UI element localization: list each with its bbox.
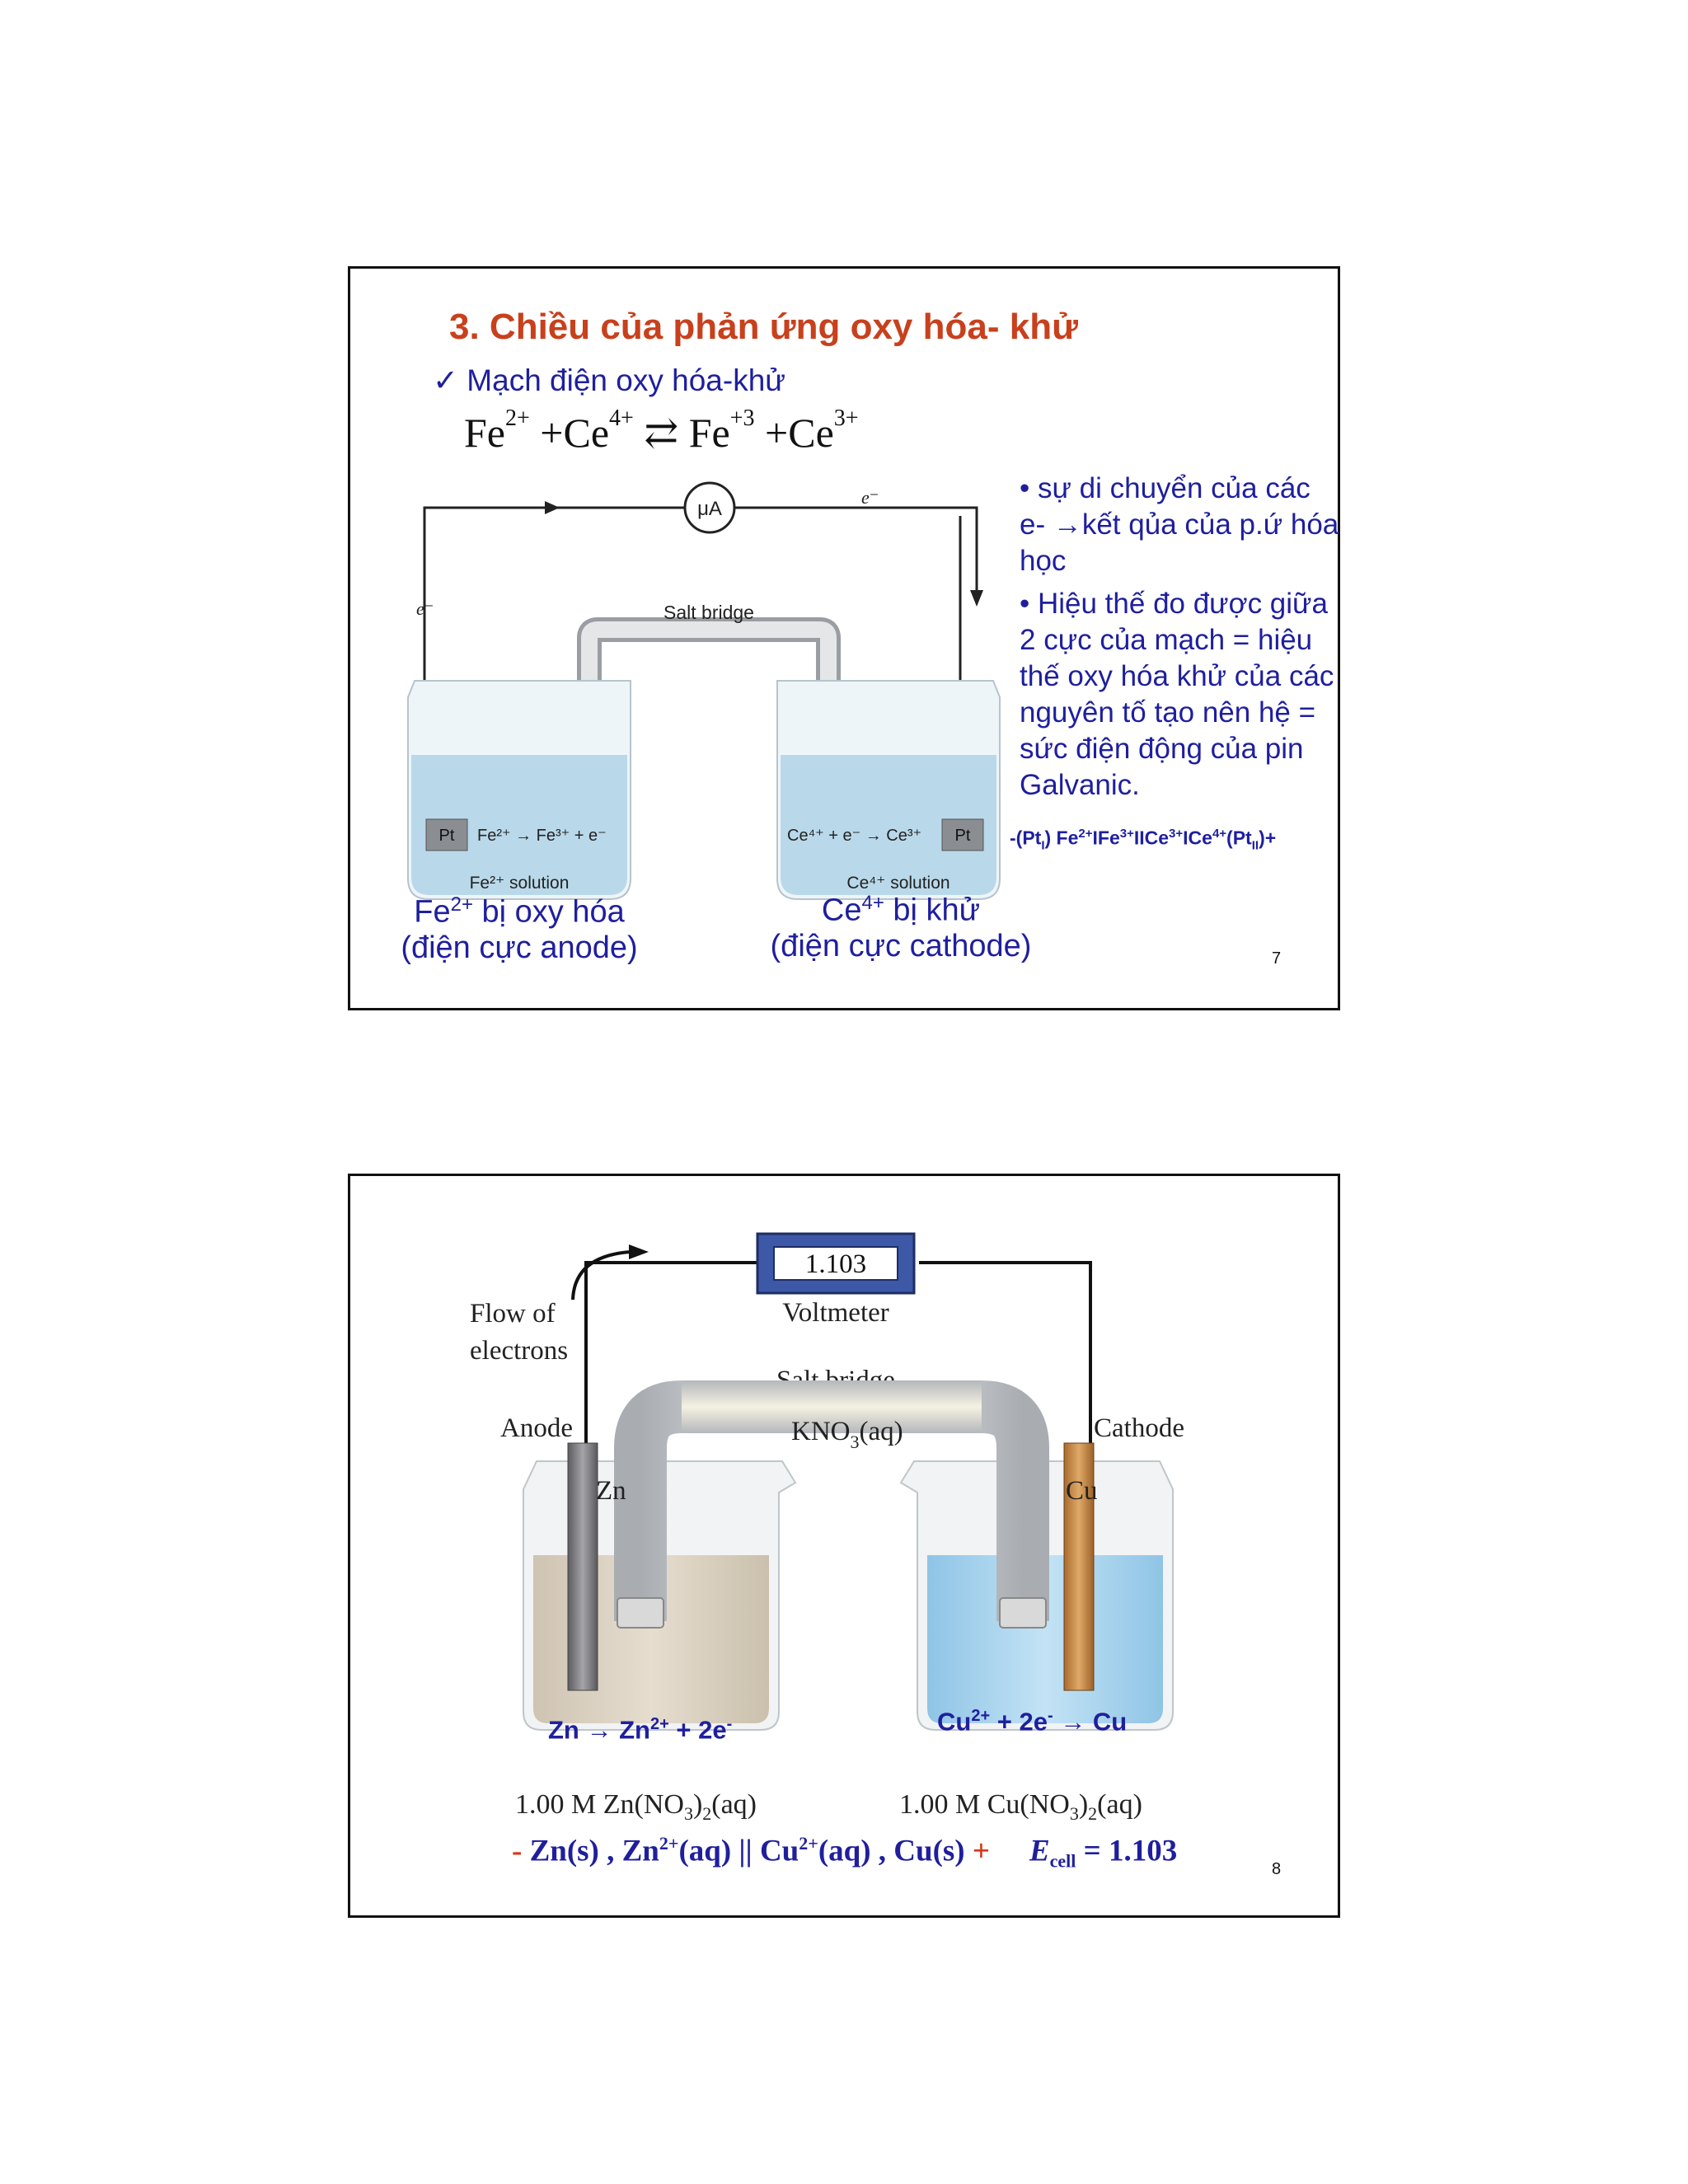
zn-solution-label: 1.00 M Zn(NO3)2(aq) xyxy=(515,1789,757,1824)
cathode-label: Cathode xyxy=(1094,1413,1184,1443)
flow-label-line1: Flow of xyxy=(470,1299,556,1329)
bullet-1: • sự di chuyển của các e- →kết qủa của p… xyxy=(1020,472,1339,577)
left-solution-label: Fe²⁺ solution xyxy=(470,874,570,893)
ammeter-label: μA xyxy=(697,498,722,520)
slide-8: 1.103 Voltmeter Flow of electrons Salt b… xyxy=(348,1174,1340,1918)
cu-electrode xyxy=(1063,1442,1095,1691)
subtitle-text: Mạch điện oxy hóa-khử xyxy=(467,363,786,397)
cu-label: Cu xyxy=(1066,1476,1098,1506)
fe-solution xyxy=(411,755,627,895)
cathode-half-reaction: Cu2+ + 2e- → Cu xyxy=(937,1707,1128,1736)
cu-solution xyxy=(927,1555,1163,1723)
ce-solution xyxy=(781,755,996,895)
ammeter-icon xyxy=(683,481,736,534)
galvanic-cell-diagram-zn-cu: 1.103 Voltmeter Flow of electrons Salt b… xyxy=(470,1232,1184,1731)
slide-title: 3. Chiều của phản ứng oxy hóa- khử xyxy=(449,307,1078,347)
electron-flow-arrow-icon xyxy=(629,1244,649,1259)
bullet-2: • Hiệu thế đo được giữa 2 cực của mạch =… xyxy=(1020,588,1334,801)
eq-plus-2: + xyxy=(765,410,789,456)
right-half-reaction: Ce⁴⁺ + e⁻ → Ce³⁺ xyxy=(787,827,921,845)
left-pt-label: Pt xyxy=(439,827,455,845)
salt-bridge-formula: KNO3(aq) xyxy=(791,1417,903,1452)
subtitle: ✓ Mạch điện oxy hóa-khử xyxy=(433,363,785,398)
salt-bridge-label: Salt bridge xyxy=(663,602,754,623)
slide-7: 3. Chiều của phản ứng oxy hóa- khử ✓ Mạc… xyxy=(348,266,1340,1010)
caption-anode-line1: Fe2+ bị oxy hóa xyxy=(414,893,625,930)
explanation-bullets: • sự di chuyển của các e- →kết qủa của p… xyxy=(1020,471,1341,810)
electron-label-left: e⁻ xyxy=(416,598,434,619)
caption-anode-line2: (điện cực anode) xyxy=(401,930,638,965)
eq-fe-product: Fe xyxy=(688,410,730,456)
anode-label: Anode xyxy=(500,1413,573,1443)
cell-notation: -(PtI) Fe2+IFe3+IICe3+ICe4+(PtII)+ xyxy=(1010,827,1277,853)
page-number: 8 xyxy=(1272,1860,1282,1878)
caption-cathode-line1: Ce4+ bị khử xyxy=(821,892,981,928)
zn-label: Zn xyxy=(596,1476,626,1506)
right-pt-electrode xyxy=(941,818,984,851)
page-number: 7 xyxy=(1272,949,1282,968)
anode-half-reaction: Zn → Zn2+ + 2e- xyxy=(548,1715,733,1745)
left-pt-electrode xyxy=(425,818,468,851)
eq-ce-charge: 4+ xyxy=(609,405,634,431)
flow-label-line2: electrons xyxy=(470,1336,568,1366)
voltmeter-label: Voltmeter xyxy=(782,1298,889,1328)
electron-label-right: e⁻ xyxy=(861,487,879,508)
caption-anode: Fe2+ bị oxy hóa (điện cực anode) xyxy=(400,893,639,966)
eq-ce-product-charge: 3+ xyxy=(833,405,859,431)
galvanic-cell-diagram-fe-ce: μA e⁻ e⁻ Salt bridge Pt Fe²⁺ → Fe³⁺ + e⁻… xyxy=(407,481,1001,900)
right-pt-label: Pt xyxy=(955,827,971,845)
right-solution-label: Ce⁴⁺ solution xyxy=(846,874,950,893)
eq-fe: Fe xyxy=(464,410,505,456)
eq-ce: Ce xyxy=(563,410,610,456)
caption-cathode: Ce4+ bị khử (điện cực cathode) xyxy=(761,892,1041,964)
equilibrium-arrow-icon: ⇄ xyxy=(644,410,679,456)
eq-plus: + xyxy=(540,410,564,456)
caption-cathode-line2: (điện cực cathode) xyxy=(770,928,1032,963)
voltmeter-display xyxy=(773,1246,898,1281)
eq-ce-product: Ce xyxy=(788,410,834,456)
eq-fe-charge: 2+ xyxy=(505,405,530,431)
zn-electrode xyxy=(567,1442,598,1691)
checkmark-icon: ✓ xyxy=(433,363,459,397)
cu-solution-label: 1.00 M Cu(NO3)2(aq) xyxy=(899,1789,1142,1824)
redox-equation: Fe2+ +Ce4+ ⇄ Fe+3 +Ce3+ xyxy=(464,405,859,457)
voltmeter-reading: 1.103 xyxy=(805,1249,866,1279)
eq-fe-product-charge: +3 xyxy=(729,405,755,431)
left-half-reaction: Fe²⁺ → Fe³⁺ + e⁻ xyxy=(477,827,607,845)
cell-notation: - Zn(s) , Zn2+(aq) || Cu2+(aq) , Cu(s) +… xyxy=(512,1833,1178,1872)
